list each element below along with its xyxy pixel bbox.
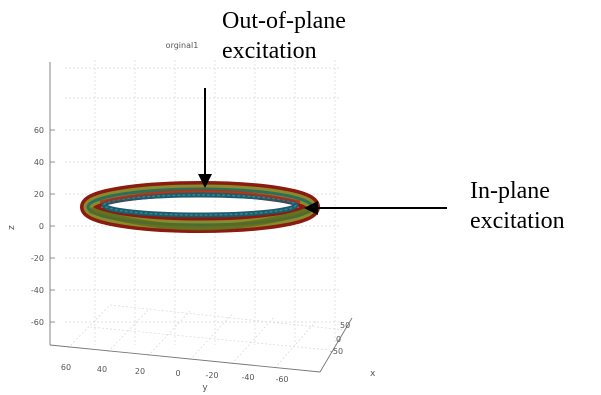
z-tick-label: 20 [34, 190, 44, 199]
annotation-in-plane: In-plane excitation [470, 176, 565, 236]
arrow-in-plane [304, 201, 447, 215]
z-tick-label: 40 [34, 158, 44, 167]
x-front-axis-line [49, 344, 321, 373]
annotation-line: excitation [222, 38, 317, 64]
arrow-out-of-plane [198, 88, 212, 188]
annotation-line: Out-of-plane [222, 8, 346, 34]
y-tick-label: -40 [241, 373, 254, 382]
z-tick-label: -20 [31, 254, 44, 263]
z-tick-label: 60 [34, 126, 44, 135]
z-axis-label: z [7, 225, 17, 230]
z-tick-label: -60 [31, 318, 44, 327]
y-tick-label: 60 [61, 363, 71, 372]
y-tick-label: 40 [97, 365, 107, 374]
z-tick-label: -40 [31, 286, 44, 295]
x-axis-label: x [370, 369, 376, 379]
x-tick-label: 50 [340, 321, 350, 330]
plot-title: orginal1 [166, 41, 199, 50]
y-tick-label: 20 [135, 367, 145, 376]
y-axis-label: y [202, 383, 208, 393]
y-tick-label: -20 [205, 371, 218, 380]
annotation-out-of-plane: Out-of-plane excitation [222, 6, 346, 66]
y-side-axis-line [319, 317, 353, 373]
y-tick-label: 0 [175, 369, 180, 378]
y-tick-label: -60 [275, 375, 288, 384]
annotation-line: excitation [470, 208, 565, 234]
x-tick-label: -50 [330, 347, 343, 356]
ring-structure [80, 181, 320, 233]
z-tick-label: 0 [39, 222, 44, 231]
annotation-line: In-plane [470, 178, 550, 204]
x-tick-label: 0 [336, 335, 341, 344]
